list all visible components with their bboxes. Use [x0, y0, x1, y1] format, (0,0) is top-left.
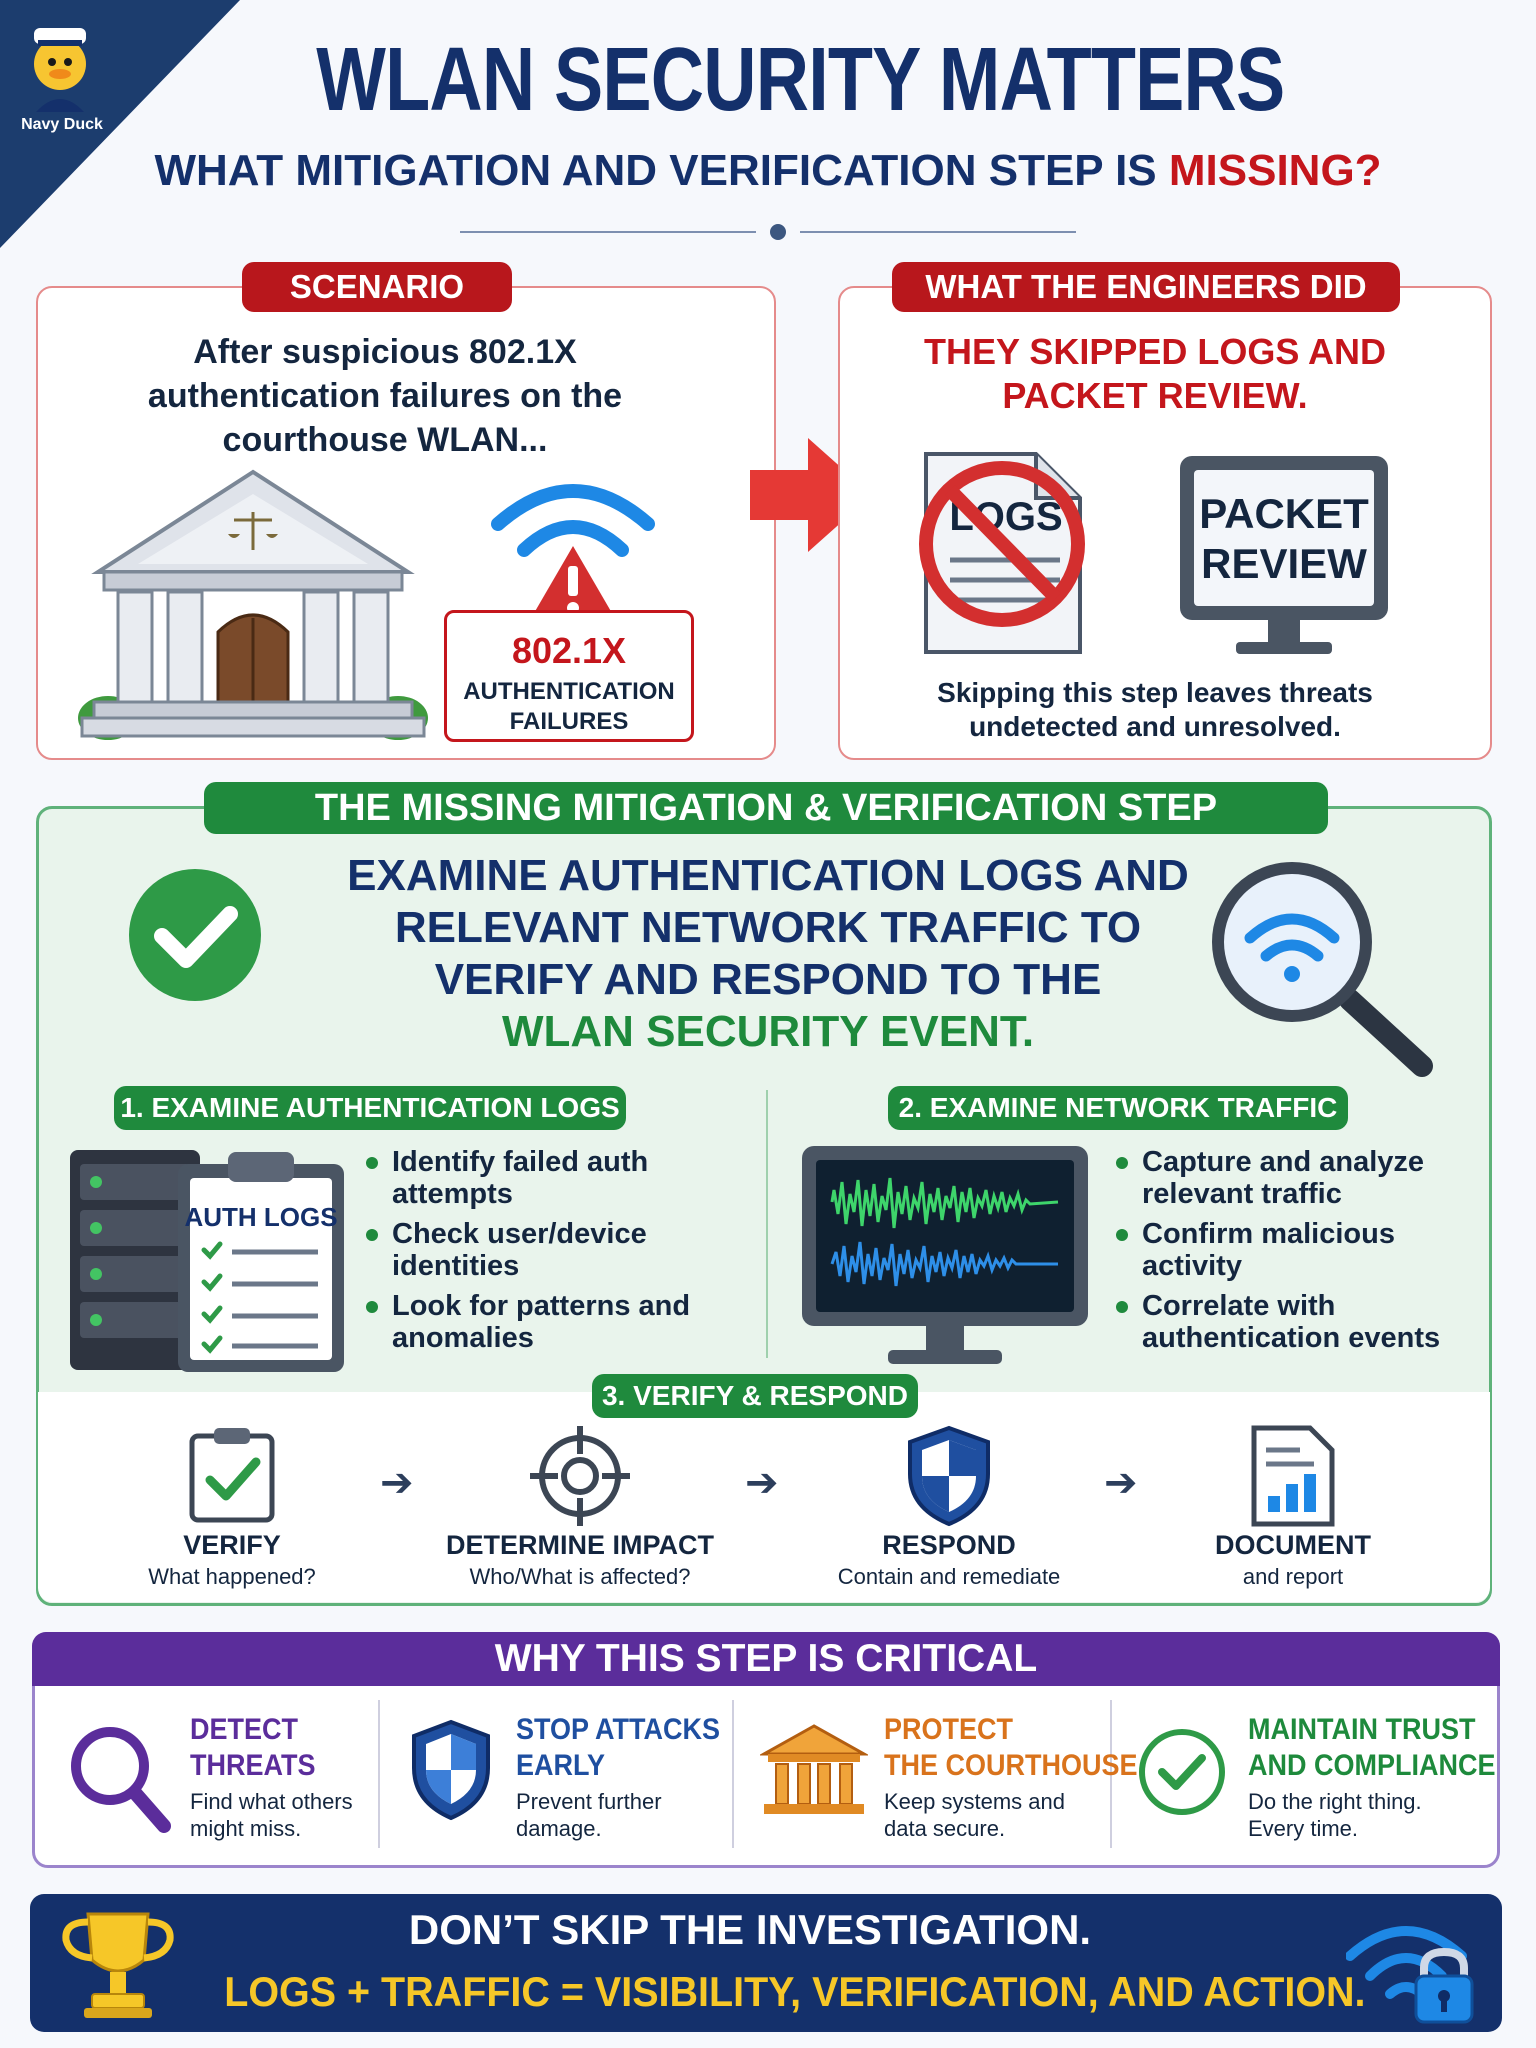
- statement-line2: RELEVANT NETWORK TRAFFIC TO: [394, 903, 1142, 952]
- subtitle-emphasis: MISSING?: [1168, 146, 1382, 195]
- navy-duck-mascot-icon: [34, 28, 86, 112]
- missing-step-statement: EXAMINE AUTHENTICATION LOGS AND RELEVANT…: [270, 850, 1266, 1058]
- flow-document-title: DOCUMENT: [1215, 1530, 1371, 1560]
- why-separator: [378, 1700, 380, 1848]
- statement-line3: VERIFY AND RESPOND TO THE: [434, 955, 1102, 1004]
- step2-label: 2. EXAMINE NETWORK TRAFFIC: [888, 1086, 1348, 1130]
- step1-bullets: Identify failed auth attempts Check user…: [362, 1146, 742, 1362]
- packet-line1: PACKET: [1199, 490, 1369, 537]
- footer-banner: [30, 1894, 1502, 2032]
- engineers-label: WHAT THE ENGINEERS DID: [892, 262, 1400, 312]
- flow-impact-title: DETERMINE IMPACT: [446, 1530, 714, 1560]
- clipboard-text: AUTH LOGS: [184, 1202, 337, 1232]
- list-item: Identify failed auth attempts: [362, 1146, 742, 1210]
- magnifier-wifi-icon: [1212, 862, 1433, 1077]
- packet-review-monitor-icon: PACKET REVIEW: [1180, 456, 1388, 654]
- footer-line1: DON’T SKIP THE INVESTIGATION.: [408, 1906, 1092, 1953]
- flow-verify-sub: What happened?: [148, 1564, 316, 1589]
- scenario-label: SCENARIO: [242, 262, 512, 312]
- list-item: Capture and analyze relevant traffic: [1112, 1146, 1492, 1210]
- flow-verify-title: VERIFY: [183, 1530, 281, 1560]
- footer-line2: LOGS + TRAFFIC = VISIBILITY, VERIFICATIO…: [224, 1968, 1366, 2015]
- no-logs-icon: LOGS: [919, 452, 1085, 654]
- checklist-icon: [189, 1428, 275, 1523]
- step2-bullets: Capture and analyze relevant traffic Con…: [1112, 1146, 1492, 1362]
- wifi-lock-icon: [1346, 1926, 1474, 2024]
- traffic-monitor-icon: [802, 1146, 1088, 1364]
- auth-code: 802.1X: [511, 630, 627, 671]
- flow-arrow-icon: ➔: [380, 1461, 414, 1505]
- step1-label: 1. EXAMINE AUTHENTICATION LOGS: [114, 1086, 626, 1130]
- auth-failure-box: 802.1X AUTHENTICATION FAILURES: [444, 610, 694, 742]
- subtitle-main: WHAT MITIGATION AND VERIFICATION STEP IS: [154, 146, 1169, 195]
- trophy-icon: [62, 1912, 174, 2018]
- shield-icon: [908, 1425, 990, 1527]
- statement-line4: WLAN SECURITY EVENT.: [501, 1007, 1035, 1056]
- statement-line1: EXAMINE AUTHENTICATION LOGS AND: [347, 851, 1189, 900]
- auth-logs-server-icon: AUTH LOGS: [70, 1150, 344, 1372]
- flow-respond-sub: Contain and remediate: [837, 1564, 1061, 1589]
- wifi-alert-icon: [491, 484, 655, 620]
- magnifier-icon: [71, 1727, 171, 1833]
- scales-of-justice-icon: [228, 512, 278, 550]
- step3-band: [38, 1392, 1490, 1602]
- badge-label: Navy Duck: [21, 116, 103, 133]
- engineers-headline: THEY SKIPPED LOGS AND PACKET REVIEW.: [923, 331, 1387, 416]
- courthouse-icon: [78, 469, 428, 740]
- title-row: WLAN SECURITY MATTERS: [240, 24, 1360, 136]
- flow-document-sub: and report: [1242, 1564, 1344, 1589]
- list-item: Check user/device identities: [362, 1218, 742, 1282]
- engineers-note: Skipping this step leaves threats undete…: [937, 677, 1373, 742]
- scenario-text: After suspicious 802.1X authentication f…: [147, 333, 623, 459]
- auth-failure-label: AUTHENTICATION FAILURES: [463, 678, 675, 735]
- flow-arrow-icon: ➔: [745, 1461, 779, 1505]
- title-divider: [460, 224, 1076, 240]
- target-icon: [530, 1426, 630, 1526]
- flow-respond-title: RESPOND: [882, 1530, 1016, 1560]
- step-divider: [766, 1090, 768, 1358]
- list-item: Look for patterns and anomalies: [362, 1290, 742, 1354]
- step3-label: 3. VERIFY & RESPOND: [592, 1374, 918, 1418]
- why-separator: [732, 1700, 734, 1848]
- check-circle-icon: [129, 869, 261, 1001]
- why-separator: [1110, 1700, 1112, 1848]
- right-arrow-icon: [750, 438, 872, 552]
- courthouse-icon: [760, 1724, 868, 1814]
- flow-arrow-icon: ➔: [1104, 1461, 1138, 1505]
- corner-badge: [0, 0, 240, 248]
- list-item: Correlate with authentication events: [1112, 1290, 1492, 1354]
- shield-icon: [412, 1719, 490, 1821]
- list-item: Confirm malicious activity: [1112, 1218, 1492, 1282]
- check-circle-icon: [1139, 1729, 1225, 1815]
- why-trust-desc: Do the right thing.Every time.: [1248, 1789, 1422, 1841]
- why-header: WHY THIS STEP IS CRITICAL: [32, 1632, 1500, 1686]
- report-icon: [1251, 1425, 1335, 1527]
- packet-line2: REVIEW: [1201, 540, 1367, 587]
- page-subtitle: WHAT MITIGATION AND VERIFICATION STEP IS…: [100, 146, 1436, 196]
- flow-impact-sub: Who/What is affected?: [469, 1564, 691, 1589]
- missing-step-label: THE MISSING MITIGATION & VERIFICATION ST…: [204, 782, 1328, 834]
- checklist-marks-icon: [201, 1241, 223, 1354]
- page-title: WLAN SECURITY MATTERS: [315, 29, 1285, 130]
